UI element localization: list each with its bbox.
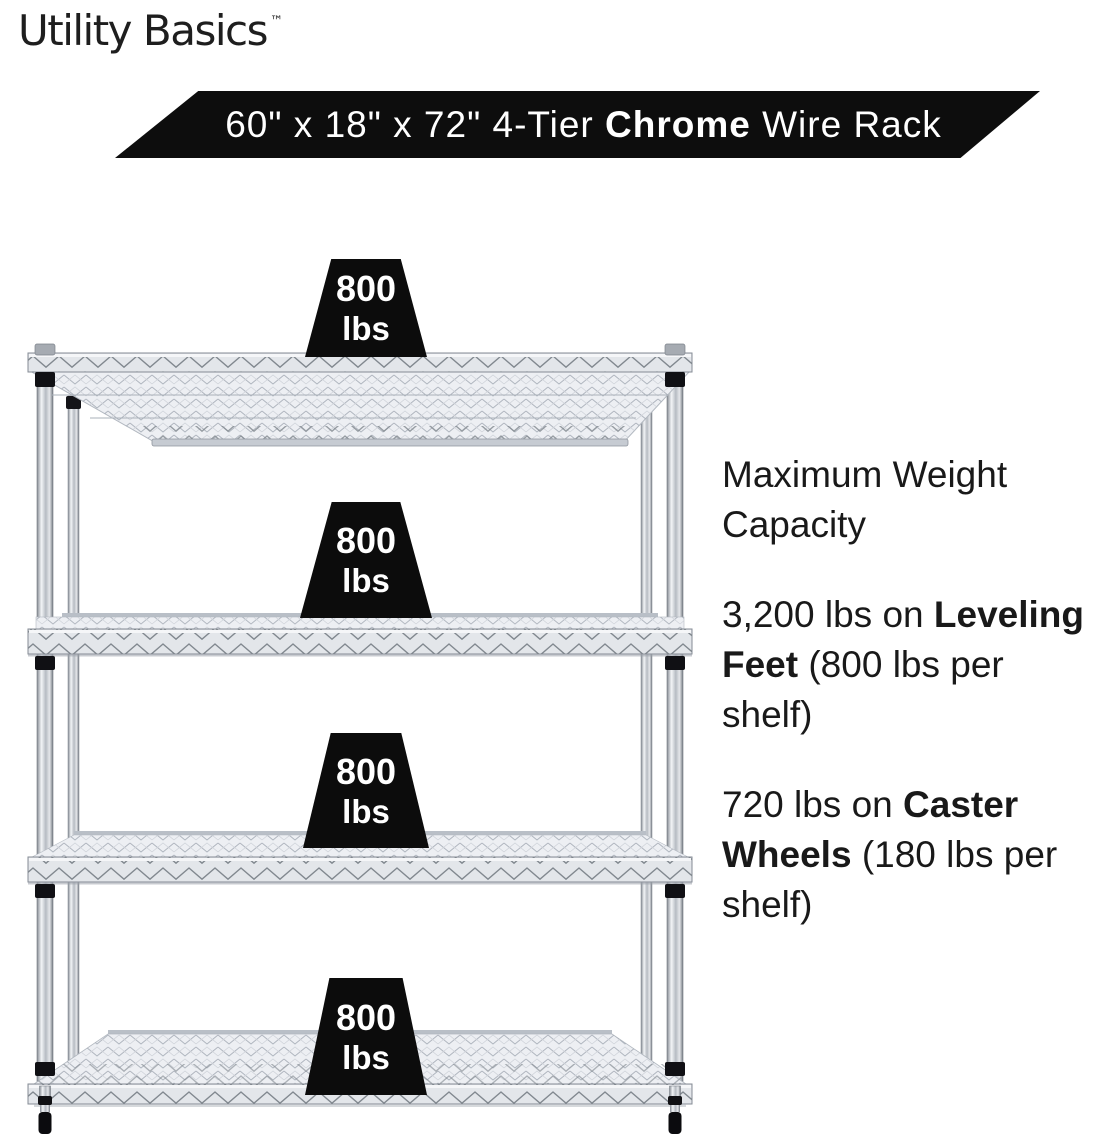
text-run: 3,200 lbs on — [722, 594, 934, 635]
info-line: 720 lbs on Caster — [722, 780, 1120, 830]
shelf-4-weight-badge: 800 lbs — [305, 978, 427, 1095]
info-column: Maximum Weight Capacity 3,200 lbs on Lev… — [722, 450, 1120, 970]
bold-text-run: Chrome — [605, 103, 751, 145]
post-hardware — [34, 343, 686, 1134]
info-line: shelf) — [722, 690, 1120, 740]
bold-text-run: Leveling — [933, 594, 1084, 635]
shelf-1-weight-badge: 800 lbs — [305, 259, 427, 357]
bold-text-run: Caster — [903, 784, 1019, 825]
weight-value: 800 — [335, 268, 397, 309]
info-line: Wheels (180 lbs per — [722, 830, 1120, 880]
title-banner: 60" x 18" x 72" 4-Tier Chrome Wire Rack — [115, 91, 1040, 158]
max-weight-heading: Maximum Weight Capacity — [722, 454, 1008, 545]
brand-name: Utility Basics — [18, 6, 268, 55]
text-run: (800 lbs per — [798, 644, 1004, 685]
bold-text-run: Wheels — [722, 834, 852, 875]
shelf-2 — [27, 613, 693, 657]
info-line: 3,200 lbs on Leveling — [722, 590, 1120, 640]
weight-value: 800 — [335, 996, 397, 1038]
banner-title: 60" x 18" x 72" 4-Tier Chrome Wire Rack — [225, 104, 942, 146]
weight-unit: lbs — [342, 562, 390, 599]
bold-text-run: Feet — [722, 644, 799, 685]
text-run: 720 lbs on — [722, 784, 904, 825]
front-posts — [36, 351, 684, 1087]
weight-unit: lbs — [342, 792, 390, 830]
weight-unit: lbs — [342, 1038, 390, 1076]
weight-value: 800 — [335, 750, 397, 792]
text-run: Wire Rack — [750, 103, 942, 145]
text-run: (180 lbs per — [851, 834, 1058, 875]
weight-unit: lbs — [342, 310, 390, 347]
weight-value: 800 — [335, 520, 397, 561]
info-line: shelf) — [722, 880, 1120, 930]
text-run: 60" x 18" x 72" 4-Tier — [225, 103, 606, 145]
text-run: shelf) — [722, 884, 813, 925]
shelf-1 — [27, 352, 693, 447]
text-run: shelf) — [722, 694, 813, 735]
trademark-symbol: ™ — [269, 14, 283, 29]
info-line: Feet (800 lbs per — [722, 640, 1120, 690]
